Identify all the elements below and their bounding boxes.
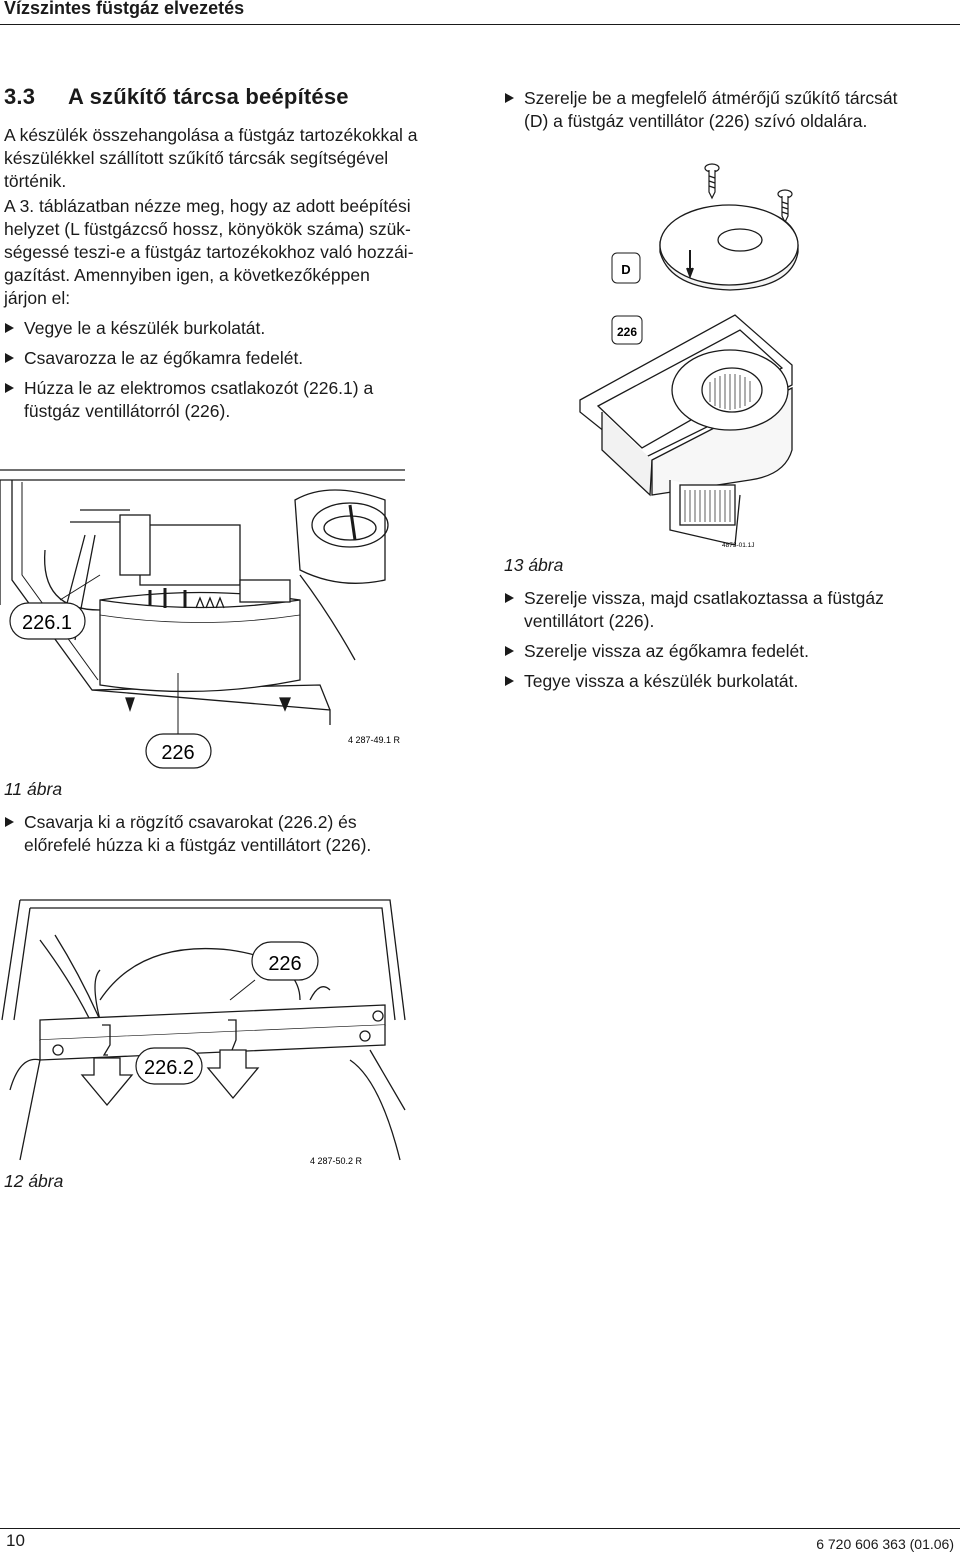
left-intro-block: A készülék összehangolása a füstgáz tart… bbox=[4, 124, 449, 430]
right-reassembly-block: Szerelje vissza, majd csatlakoztassa a f… bbox=[504, 587, 954, 700]
intro-paragraph: A készülék összehangolása a füstgáz tart… bbox=[4, 125, 418, 191]
step-text: ventillátort (226). bbox=[524, 611, 655, 631]
step-item: Szerelje be a megfelelő átmérőjű szűkítő… bbox=[504, 87, 954, 133]
paragraph-line: gazítást. Amennyiben igen, a következőké… bbox=[4, 265, 370, 285]
restrictor-disc bbox=[659, 204, 799, 291]
section-number: 3.3 bbox=[4, 84, 36, 109]
label-fan-226: 226 bbox=[268, 953, 301, 975]
label-226-box bbox=[251, 941, 319, 981]
figure-13-caption: 13 ábra bbox=[504, 555, 564, 575]
label-226-2-box bbox=[135, 1047, 203, 1085]
figure-12-drawing: 226 226.2 4 287-50.2 R bbox=[1, 899, 406, 1166]
bullet-triangle-icon bbox=[505, 646, 514, 656]
bullet-triangle-icon bbox=[5, 383, 14, 393]
paragraph-line: járjon el: bbox=[4, 288, 71, 308]
step-item: Szerelje vissza az égőkamra fedelét. bbox=[504, 640, 954, 663]
label-fan-226: 226 bbox=[617, 325, 637, 339]
figure-13-code: 4873-01.1J bbox=[722, 542, 755, 549]
figure-12-caption: 12 ábra bbox=[4, 1171, 64, 1191]
step-text: füstgáz ventillátorról (226). bbox=[24, 401, 231, 421]
instruction-paragraph: A 3. táblázatban nézze meg, hogy az adot… bbox=[4, 195, 449, 310]
bullet-triangle-icon bbox=[505, 93, 514, 103]
step-text: előrefelé húzza ki a füstgáz ventillátor… bbox=[24, 835, 372, 855]
step-item: Tegye vissza a készülék burkolatát. bbox=[504, 670, 954, 693]
reassembly-steps: Szerelje vissza, majd csatlakoztassa a f… bbox=[504, 587, 954, 693]
label-d-box bbox=[611, 252, 641, 284]
paragraph-line: A 3. táblázatban nézze meg, hogy az adot… bbox=[4, 196, 411, 216]
step-text: Szerelje be a megfelelő átmérőjű szűkítő… bbox=[524, 88, 898, 108]
figure-11-caption: 11 ábra bbox=[4, 779, 63, 799]
bullet-triangle-icon bbox=[5, 323, 14, 333]
step-text: Szerelje vissza, majd csatlakoztassa a f… bbox=[524, 588, 884, 608]
figure-11-drawing: 226.1 226 4 287-49.1 R bbox=[0, 469, 405, 769]
label-fan-226: 226 bbox=[161, 742, 194, 764]
section-heading: 3.3 A szűkítő tárcsa beépítése bbox=[4, 84, 349, 110]
bullet-triangle-icon bbox=[505, 593, 514, 603]
step-text: Szerelje vissza az égőkamra fedelét. bbox=[524, 641, 809, 661]
step-text: Húzza le az elektromos csatlakozót (226.… bbox=[24, 378, 374, 398]
step-text: Csavarja ki a rögzítő csavarokat (226.2)… bbox=[24, 812, 357, 832]
install-disc-step: Szerelje be a megfelelő átmérőjű szűkítő… bbox=[504, 87, 954, 133]
step-item: Vegye le a készülék burkolatát. bbox=[4, 317, 449, 340]
label-226-box bbox=[145, 733, 212, 769]
step-item: Csavarozza le az égőkamra fedelét. bbox=[4, 347, 449, 370]
step-item: Csavarja ki a rögzítő csavarokat (226.2)… bbox=[4, 811, 449, 857]
label-226-box bbox=[611, 315, 643, 345]
step-item: Húzza le az elektromos csatlakozót (226.… bbox=[4, 377, 449, 423]
document-code: 6 720 606 363 (01.06) bbox=[816, 1536, 954, 1552]
figure-13-drawing: D 226 4873-01.1J bbox=[579, 163, 799, 549]
step-text: Vegye le a készülék burkolatát. bbox=[24, 318, 266, 338]
step-text: Tegye vissza a készülék burkolatát. bbox=[524, 671, 799, 691]
paragraph-line: helyzet (L füstgázcső hossz, könyökök sz… bbox=[4, 219, 411, 239]
section-title: A szűkítő tárcsa beépítése bbox=[68, 84, 349, 109]
label-d: D bbox=[621, 262, 630, 277]
label-screws-226-2: 226.2 bbox=[144, 1057, 194, 1079]
figure-12-code: 4 287-50.2 R bbox=[310, 1156, 363, 1166]
figure-11-code: 4 287-49.1 R bbox=[348, 735, 401, 745]
running-header: Vízszintes füstgáz elvezetés bbox=[4, 0, 245, 18]
preparation-steps: Vegye le a készülék burkolatát. Csavaroz… bbox=[4, 317, 449, 423]
label-226-1-box bbox=[9, 602, 86, 640]
fan-housing bbox=[579, 314, 793, 546]
bullet-triangle-icon bbox=[505, 676, 514, 686]
bullet-triangle-icon bbox=[5, 353, 14, 363]
step-text: (D) a füstgáz ventillátor (226) szívó ol… bbox=[524, 111, 868, 131]
left-remove-fan-block: Csavarja ki a rögzítő csavarokat (226.2)… bbox=[4, 811, 449, 864]
label-connector-226-1: 226.1 bbox=[22, 612, 72, 634]
header-divider bbox=[0, 24, 960, 25]
bullet-triangle-icon bbox=[5, 817, 14, 827]
page-number: 10 bbox=[6, 1531, 25, 1550]
paragraph-line: ségessé teszi-e a füstgáz tartozékokhoz … bbox=[4, 242, 414, 262]
remove-fan-step: Csavarja ki a rögzítő csavarokat (226.2)… bbox=[4, 811, 449, 857]
step-text: Csavarozza le az égőkamra fedelét. bbox=[24, 348, 304, 368]
footer-divider bbox=[0, 1528, 960, 1529]
right-top-block: Szerelje be a megfelelő átmérőjű szűkítő… bbox=[504, 87, 954, 140]
step-item: Szerelje vissza, majd csatlakoztassa a f… bbox=[504, 587, 954, 633]
